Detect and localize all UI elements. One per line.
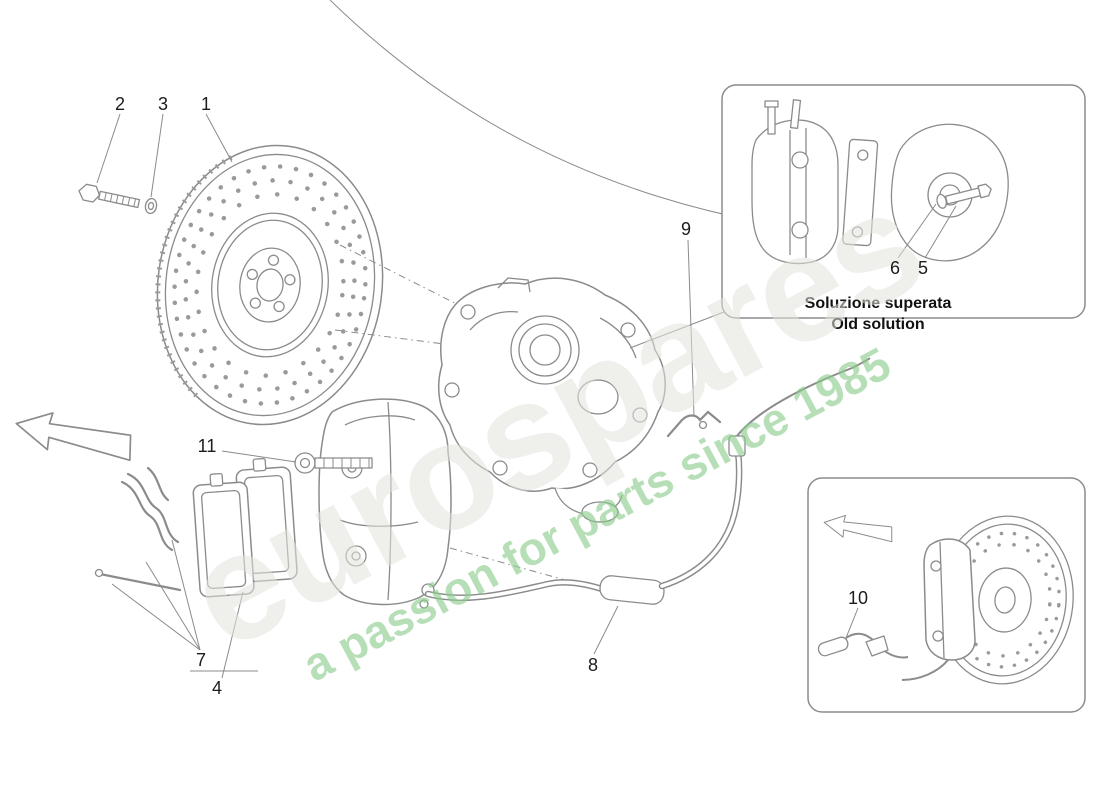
hose-run-2-core (660, 450, 741, 588)
inset-caption-italian: Soluzione superata (805, 295, 952, 312)
callout-2[interactable]: 2 (115, 94, 125, 114)
inset-caliper-bore (932, 630, 944, 642)
disc-bolt-hole (267, 254, 280, 266)
disc-drill-holes-inner (194, 192, 346, 378)
inset-disc-holes (949, 531, 1061, 669)
disc-vent-slots (155, 155, 233, 399)
pad-spring-clip (120, 480, 174, 552)
inset-disc-holes (958, 542, 1052, 658)
disc-bolt-hole (246, 268, 258, 281)
disc-drill-holes-middle (183, 178, 357, 392)
old-caliper-bore (791, 151, 809, 169)
bolt-shank (314, 457, 373, 469)
caliper-fixing-bolt (294, 452, 373, 474)
callout-1[interactable]: 1 (201, 94, 211, 114)
callout-9[interactable]: 9 (681, 219, 691, 239)
disc-bolt-hole (284, 274, 296, 286)
brake-pad-rear-tab (252, 457, 267, 472)
hub-rib (469, 310, 519, 331)
bracket-clip (666, 410, 722, 438)
old-plate-hole (857, 149, 869, 161)
old-caliper-bolt-head (764, 100, 779, 108)
callout-5[interactable]: 5 (918, 258, 928, 278)
brake-pad-front-tab (209, 472, 224, 487)
callouts: 2 3 1 11 7 4 8 9 6 5 10 (115, 94, 928, 698)
washer-bore (147, 201, 155, 211)
bolt-shank (98, 190, 141, 209)
callout-10[interactable]: 10 (848, 588, 868, 608)
brake-hose (424, 357, 871, 605)
wear-sensor-link (817, 632, 909, 659)
pad-spring-clip (126, 472, 180, 544)
sensor-body (817, 636, 849, 657)
disc-bolt-hole (249, 297, 261, 309)
assembly-axis-line (449, 547, 566, 581)
inset-caliper (923, 538, 976, 661)
pad-retaining-clips (94, 466, 182, 592)
brake-pads (192, 457, 298, 598)
hub-mount-hole (444, 382, 460, 398)
caliper-contour (339, 519, 419, 527)
pad-spring-clip (146, 466, 170, 502)
hub-mount-hole (582, 462, 598, 478)
inset-hose (901, 659, 949, 681)
old-caliper-left (751, 119, 839, 265)
caliper-bleed-screw (419, 599, 429, 609)
callout-7[interactable]: 7 (196, 650, 206, 670)
wheel-hub-upright (437, 277, 666, 523)
old-caliper-bolt (789, 99, 802, 129)
caliper-contour (344, 415, 416, 426)
hub-bearing-center (529, 334, 561, 366)
disc-washer (144, 197, 158, 215)
hose-run-1-core (426, 580, 604, 600)
hub-flange (577, 379, 619, 415)
old-solution-inset: Soluzione superata Old solution (721, 84, 1086, 333)
pad-retaining-pin (98, 572, 182, 592)
hose-protective-sleeve (599, 575, 665, 605)
caliper-mount-bore-center (351, 551, 361, 561)
disc-drill-holes-outer (172, 164, 368, 406)
leader-lines (96, 113, 725, 679)
old-plate-hole (851, 226, 864, 238)
assembly-axis-line (339, 244, 509, 331)
disc-fixing-bolt (78, 183, 141, 209)
direction-arrow (15, 412, 132, 462)
hub-casting-body (437, 277, 666, 492)
bolt-hex-head (78, 183, 101, 203)
callout-8[interactable]: 8 (588, 655, 598, 675)
bolt-socket (299, 457, 311, 469)
hub-top-bracket (497, 277, 531, 293)
brake-pad-front-friction (200, 489, 247, 590)
bracket-hole (698, 420, 708, 430)
hub-mount-hole (632, 407, 648, 423)
old-bolt-head (977, 183, 992, 199)
hub-mount-hole (492, 460, 508, 476)
caliper-bridge-line (387, 401, 392, 601)
hub-ball-joint (581, 501, 619, 523)
hose-bracket (666, 410, 722, 438)
hub-mount-hole (460, 304, 476, 320)
callout-4[interactable]: 4 (212, 678, 222, 698)
rigid-pipe (736, 357, 871, 437)
inset-direction-arrow (823, 514, 893, 543)
old-caliper-bolt (767, 105, 776, 135)
inset-caliper-bore (930, 560, 942, 572)
detail-inset (807, 477, 1086, 713)
callout-6[interactable]: 6 (890, 258, 900, 278)
inset-disc-bore (994, 586, 1016, 614)
old-caliper-plate (842, 138, 879, 247)
hub-mount-hole (620, 322, 636, 338)
disc-bolt-hole (273, 300, 285, 313)
pad-pin-head (94, 568, 104, 578)
brake-disc (155, 144, 384, 426)
callout-11[interactable]: 11 (198, 436, 217, 456)
disc-center-bore (256, 268, 284, 302)
old-caliper-bore (791, 221, 809, 239)
callout-3[interactable]: 3 (158, 94, 168, 114)
inset-caption-english: Old solution (831, 316, 924, 333)
sensor-bracket (865, 635, 889, 657)
hub-rib (599, 317, 637, 359)
